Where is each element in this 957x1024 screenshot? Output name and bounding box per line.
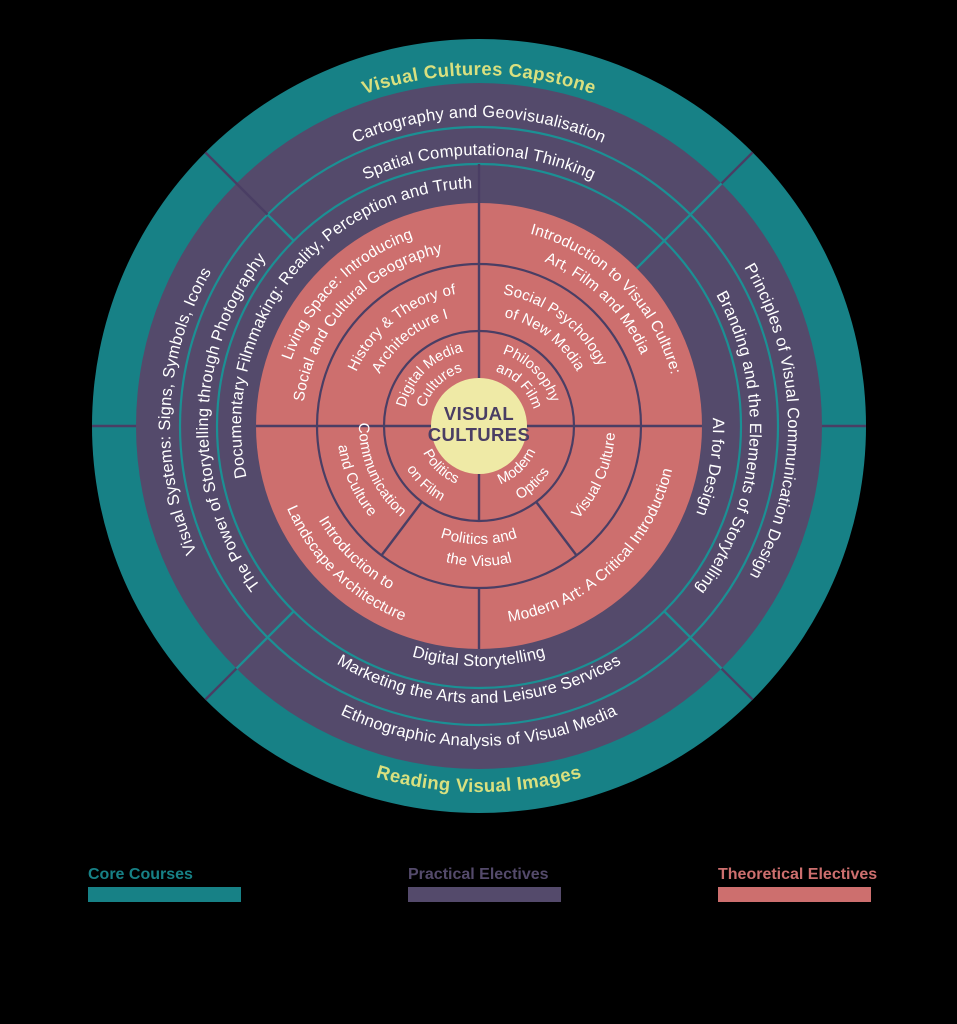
svg-text:the Visual: the Visual: [445, 549, 514, 570]
course-politics-and-the-visual-line2: the Visual: [445, 549, 514, 570]
diagram-title-line2: CULTURES: [428, 424, 531, 445]
segment-dividers-teal: [235, 182, 723, 670]
legend-label-theoretical: Theoretical Electives: [718, 866, 877, 883]
legend-swatch-practical: [408, 887, 561, 902]
legend-item-theoretical: Theoretical Electives: [718, 866, 877, 902]
legend-swatch-theoretical: [718, 887, 871, 902]
legend-label-practical: Practical Electives: [408, 866, 549, 883]
segment-dividers-dark: [92, 151, 866, 701]
svg-text:Politics and: Politics and: [439, 525, 519, 548]
legend-item-core: Core Courses: [88, 866, 241, 902]
practical-ring-divider-arc-outer: [178, 125, 780, 727]
center-circle: [431, 378, 527, 474]
diagram-title-line1: VISUAL: [444, 403, 514, 424]
legend-swatch-core: [88, 887, 241, 902]
legend-label-core: Core Courses: [88, 866, 193, 883]
legend: Core Courses Practical Electives Theoret…: [88, 866, 877, 902]
legend-item-practical: Practical Electives: [408, 866, 561, 902]
course-politics-and-the-visual-line1: Politics and: [439, 525, 519, 548]
